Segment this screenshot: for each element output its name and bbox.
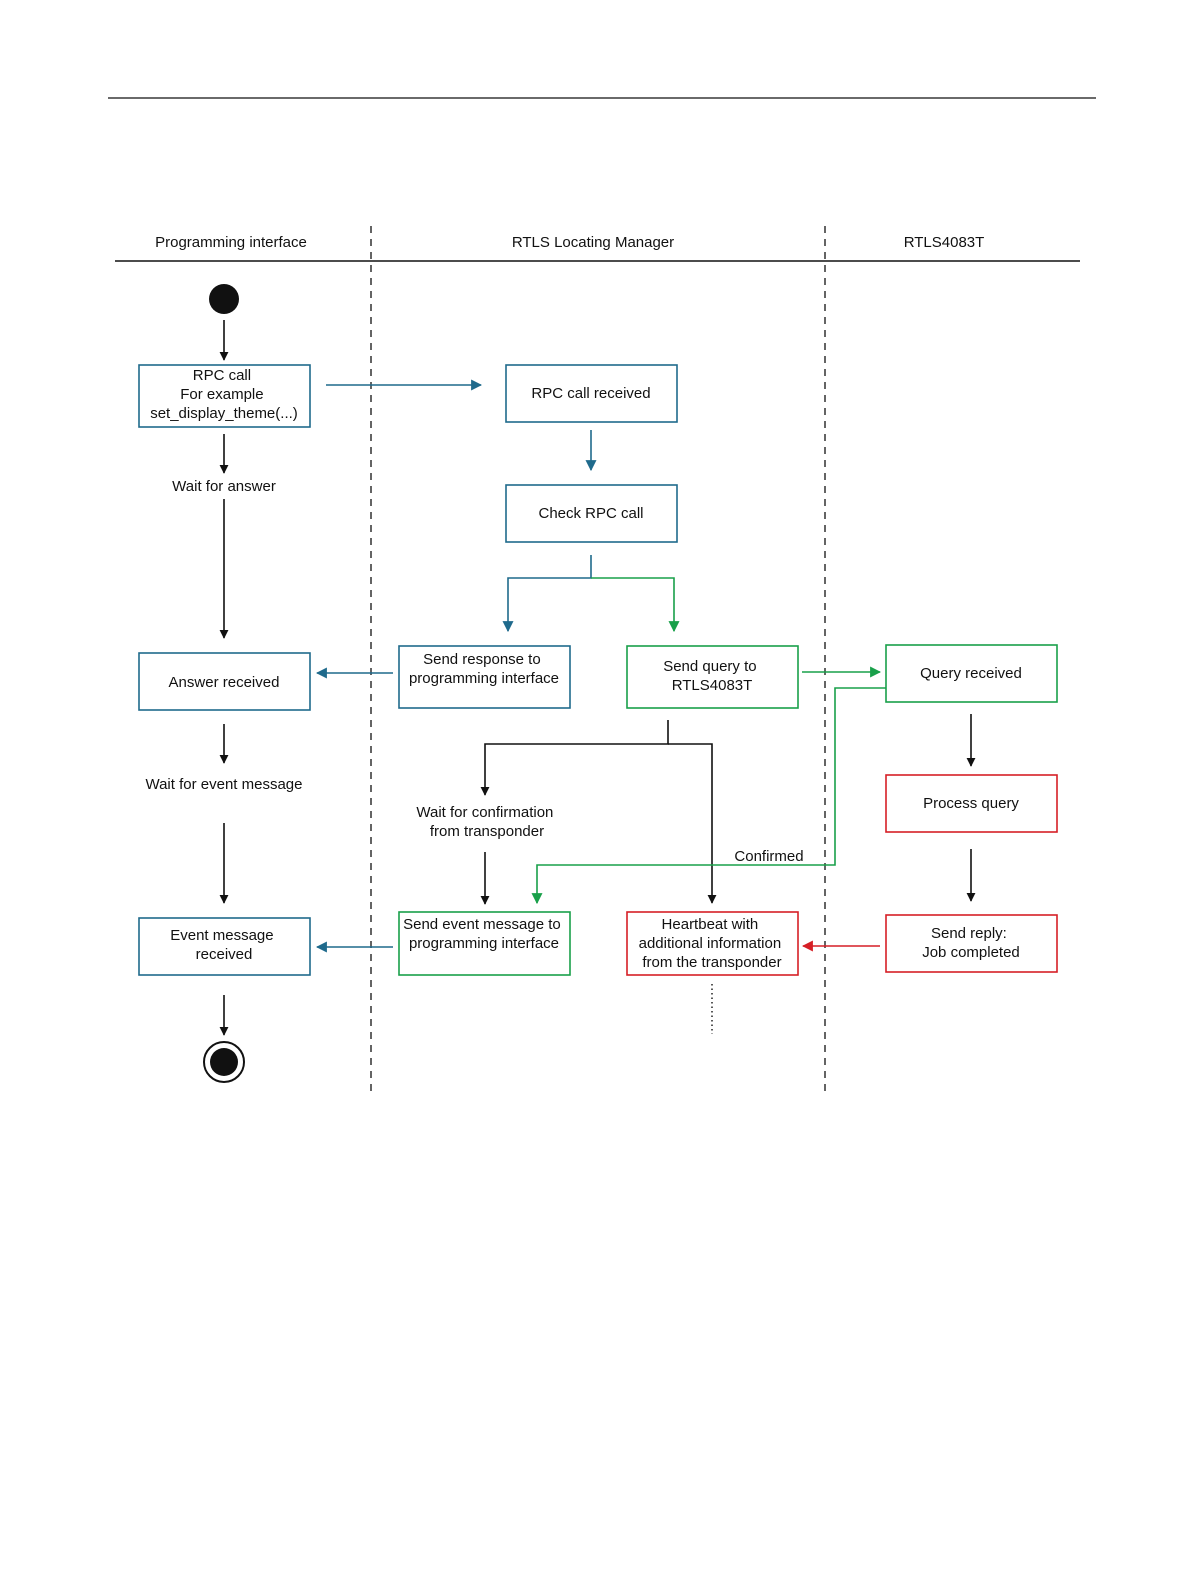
send-reply-line-1: Send reply: <box>931 925 1007 942</box>
event-received-line-1: Event message <box>170 927 273 944</box>
answer-received-label: Answer received <box>169 674 280 691</box>
arrow-check-to-send-query <box>591 577 680 633</box>
end-node <box>203 1041 245 1083</box>
send-response-line-1: Send response to <box>423 651 541 668</box>
rpc-call-line-1: RPC call <box>193 367 251 384</box>
send-query-line-2: RTLS4083T <box>672 677 753 694</box>
svg-text:Send reply: Job complete: Send reply: Job completed <box>922 925 1020 961</box>
process-query-box: Process query <box>885 774 1058 833</box>
heartbeat-line-1: Heartbeat with <box>662 916 759 933</box>
arrow-check-to-send-response <box>502 555 592 633</box>
send-reply-line-2: Job completed <box>922 944 1020 961</box>
check-rpc-box: Check RPC call <box>505 484 678 543</box>
arrow-query-split-to-heartbeat <box>668 743 717 904</box>
answer-received-box: Answer received <box>138 652 311 711</box>
start-node <box>209 284 239 314</box>
confirmed-label: Confirmed <box>734 848 803 865</box>
wait-for-confirmation-line-2: from transponder <box>430 823 544 840</box>
lane-title-programming-interface: Programming interface <box>155 234 307 251</box>
svg-text:Heartbeat with additiona: Heartbeat with additional information fr… <box>639 916 786 971</box>
rpc-received-label: RPC call received <box>531 385 650 402</box>
send-reply-box: Send reply: Job completed <box>885 914 1058 973</box>
wait-for-answer-label: Wait for answer <box>172 478 276 495</box>
send-event-box: Send event message to programming interf… <box>398 911 571 976</box>
query-received-label: Query received <box>920 665 1022 682</box>
send-event-line-1: Send event message to <box>403 916 561 933</box>
svg-text:Event message received: Event message received <box>170 927 278 963</box>
svg-text:RPC call For example: RPC call For example set_display_theme(.… <box>150 367 298 422</box>
arrow-confirmed-to-send-event <box>531 687 886 905</box>
send-query-line-1: Send query to <box>663 658 756 675</box>
arrow-query-split-to-wait-confirm <box>480 720 669 796</box>
svg-text:Send event message to pr: Send event message to programming interf… <box>403 916 565 952</box>
svg-text:Send query to RTLS4083T: Send query to RTLS4083T <box>663 658 761 694</box>
check-rpc-label: Check RPC call <box>538 505 643 522</box>
send-response-line-2: programming interface <box>409 670 559 687</box>
rpc-received-box: RPC call received <box>505 364 678 423</box>
wait-for-event-label: Wait for event message <box>145 776 302 793</box>
heartbeat-box: Heartbeat with additional information fr… <box>626 911 799 976</box>
heartbeat-line-3: from the transponder <box>642 954 781 971</box>
svg-text:Send response to program: Send response to programming interface <box>409 651 559 687</box>
send-response-box: Send response to programming interface <box>398 645 571 709</box>
lane-title-locating-manager: RTLS Locating Manager <box>512 234 674 251</box>
process-query-label: Process query <box>923 795 1019 812</box>
rpc-call-box: RPC call For example set_display_theme(.… <box>138 364 311 428</box>
send-event-line-2: programming interface <box>409 935 559 952</box>
rpc-call-line-2: For example <box>180 386 263 403</box>
event-received-box: Event message received <box>138 917 311 976</box>
rpc-call-line-3: set_display_theme(...) <box>150 405 298 422</box>
query-received-box: Query received <box>885 644 1058 703</box>
wait-for-confirmation-line-1: Wait for confirmation <box>416 804 553 821</box>
send-query-box: Send query to RTLS4083T <box>626 645 799 709</box>
svg-text:Wait for confirmation from: Wait for confirmation from transponder <box>416 804 557 840</box>
lane-title-rtls4083t: RTLS4083T <box>904 234 985 251</box>
heartbeat-line-2: additional information <box>639 935 782 952</box>
event-received-line-2: received <box>196 946 253 963</box>
